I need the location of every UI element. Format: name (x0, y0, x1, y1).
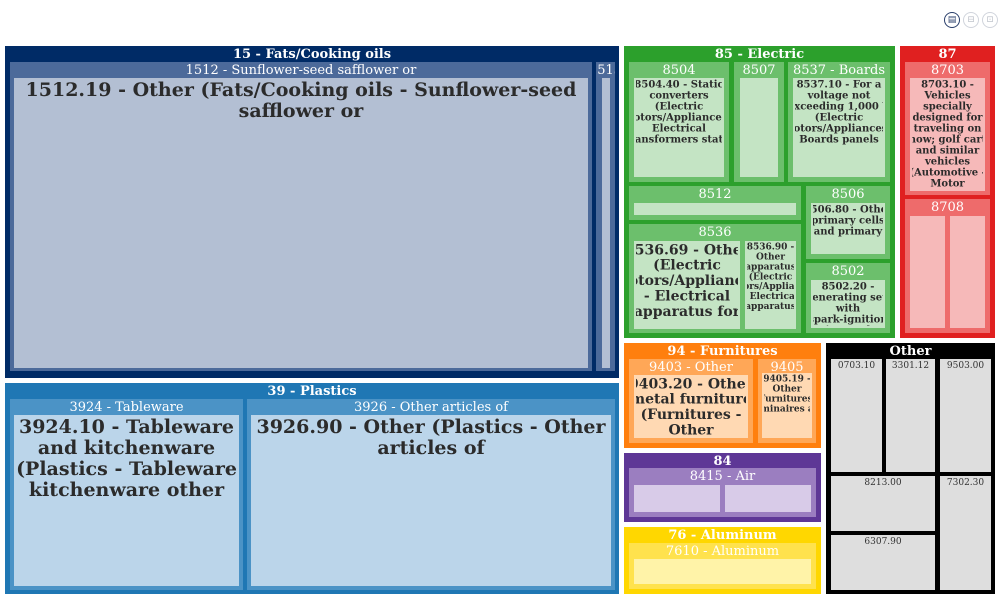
leaf-8536-1[interactable] (745, 241, 796, 329)
group-label-electric: 85 - Electric (715, 47, 804, 62)
leaf-label-1512-19-other-fats-cooking-oils-sunflower-seed-safflower-or: 1512.19 - Other (Fats/Cooking oils - Sun… (26, 79, 577, 122)
group-label-other: Other (890, 344, 932, 359)
group-label-fats: 15 - Fats/Cooking oils (233, 47, 391, 62)
other-leaf-label-3301-12: 3301.12 (892, 361, 929, 371)
other-leaf-label-8213-00: 8213.00 (864, 478, 901, 488)
category-label-3924-tableware: 3924 - Tableware (69, 400, 183, 415)
leaf-8502-0[interactable] (811, 280, 885, 328)
category-label-8415-air: 8415 - Air (690, 469, 756, 484)
leaf-8703-0[interactable] (910, 78, 985, 191)
other-leaf-3301-12[interactable] (886, 359, 935, 472)
category-label-8512: 8512 (698, 187, 731, 202)
category-label-8506: 8506 (831, 187, 864, 202)
other-leaf-label-0703-10: 0703.10 (838, 361, 875, 371)
leaf-fats-0[interactable] (14, 78, 588, 368)
category-label-9403-other: 9403 - Other (649, 360, 734, 375)
reset-icon[interactable]: ⊡ (982, 12, 998, 28)
other-leaf-label-9503-00: 9503.00 (947, 361, 984, 371)
category-label-9405: 9405 (770, 360, 803, 375)
leaf-8506-0[interactable] (811, 203, 885, 254)
group-label-plastics: 39 - Plastics (267, 384, 356, 399)
leaf-8708-1[interactable] (950, 216, 985, 328)
category-label-3926-other-articles-of: 3926 - Other articles of (354, 400, 509, 415)
category-label-8504: 8504 (662, 63, 695, 78)
category-label-8502: 8502 (831, 264, 864, 279)
other-leaf-6307-90[interactable] (831, 535, 935, 590)
leaf-8415-1[interactable] (725, 485, 811, 512)
leaf-label-9405-19-other-furnitures-luminaires-and: 9405.19 -Other(Furnitures -Luminaires an… (748, 375, 828, 415)
category-label-8507: 8507 (742, 63, 775, 78)
leaf-8708-0[interactable] (910, 216, 945, 328)
leaf-9405-0[interactable] (762, 373, 812, 438)
other-leaf-8213-00[interactable] (831, 476, 935, 531)
leaf-3926-0[interactable] (251, 415, 611, 586)
other-leaf-7302-30[interactable] (940, 476, 991, 590)
chart-toolbar: ▤ ⊟ ⊡ (944, 12, 998, 28)
leaf-7610-0[interactable] (634, 559, 811, 584)
leaf-8507-0[interactable] (740, 78, 778, 177)
category-label-1515: 1515 (589, 63, 622, 78)
leaf-8512-0[interactable] (634, 203, 796, 215)
save-icon[interactable]: ▤ (944, 12, 960, 28)
other-leaf-9503-00[interactable] (940, 359, 991, 472)
category-label-8708: 8708 (931, 200, 964, 215)
other-leaf-label-6307-90: 6307.90 (864, 537, 901, 547)
leaf-3924-0[interactable] (14, 415, 239, 586)
other-leaf-0703-10[interactable] (831, 359, 882, 472)
leaf-fats2-0[interactable] (602, 78, 610, 368)
group-label-g87: 87 (938, 47, 956, 62)
category-label-7610-aluminum: 7610 - Aluminum (666, 544, 779, 559)
leaf-8415-0[interactable] (634, 485, 720, 512)
category-label-8537-boards: 8537 - Boards (793, 63, 885, 78)
category-label-8703: 8703 (931, 63, 964, 78)
leaf-8504-0[interactable] (634, 78, 724, 177)
zoom-out-icon[interactable]: ⊟ (963, 12, 979, 28)
leaf-9403-0[interactable] (634, 375, 748, 438)
group-label-g84: 84 (713, 454, 731, 469)
category-label-1512-sunflower-seed-safflower-or: 1512 - Sunflower-seed safflower or (186, 63, 417, 78)
category-label-8536: 8536 (698, 225, 731, 240)
leaf-8536-0[interactable] (634, 241, 740, 329)
group-label-alu: 76 - Aluminum (668, 528, 777, 543)
leaf-8537-0[interactable] (793, 78, 885, 177)
other-leaf-label-7302-30: 7302.30 (947, 478, 984, 488)
group-label-furn: 94 - Furnitures (667, 344, 777, 359)
